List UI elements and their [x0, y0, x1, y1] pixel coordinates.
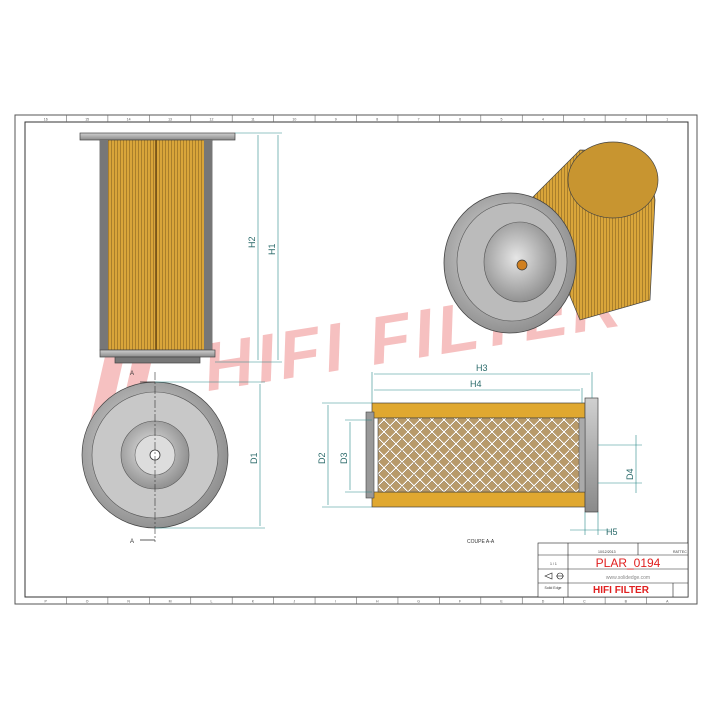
dim-d1: D1 [249, 452, 259, 464]
border-label: 11 [251, 118, 255, 122]
title-block [537, 542, 689, 598]
section-caption: COUPE A-A [467, 539, 495, 545]
side-view [79, 132, 236, 364]
border-label: 2 [625, 118, 627, 122]
border-label: C [583, 600, 586, 604]
dim-h5: H5 [606, 527, 618, 537]
border-label: P [45, 600, 48, 604]
section-view-dimensions [322, 372, 642, 535]
dim-d4: D4 [625, 468, 635, 480]
dim-d2: D2 [317, 452, 327, 464]
border-label: I [335, 600, 336, 604]
border-label: 13 [168, 118, 172, 122]
border-label: M [169, 600, 172, 604]
border-label: L [210, 600, 212, 604]
border-label: 12 [210, 118, 214, 122]
border-label: N [127, 600, 130, 604]
date: 10/12/2013 [598, 550, 616, 554]
border-label: 14 [127, 118, 131, 122]
border-label: 6 [459, 118, 461, 122]
dim-h2: H2 [247, 236, 257, 248]
border-label: 3 [583, 118, 585, 122]
border-label: 16 [44, 118, 48, 122]
section-view [365, 397, 599, 513]
border-label: K [252, 600, 255, 604]
dim-d3: D3 [339, 452, 349, 464]
border-label: 1 [666, 118, 668, 122]
section-mark-top: A [130, 371, 134, 377]
brand: HIFI FILTER [593, 585, 650, 596]
border-label: 5 [501, 118, 503, 122]
website: www.solidedge.com [606, 575, 650, 581]
border-label: 15 [85, 118, 89, 122]
front-view [81, 372, 229, 542]
projection-symbol-icon [544, 572, 564, 580]
side-view-dimensions [215, 132, 282, 363]
border-label: E [500, 600, 503, 604]
border-label: H [376, 600, 379, 604]
border-label: D [542, 600, 545, 604]
border-ticks [66, 115, 647, 604]
border-label: 9 [335, 118, 337, 122]
border-label: O [86, 600, 89, 604]
border-label: F [459, 600, 461, 604]
outer-border [14, 114, 698, 605]
border-label: B [625, 600, 628, 604]
dim-h1: H1 [267, 243, 277, 255]
border-label: 8 [376, 118, 378, 122]
section-mark-bottom: A [130, 539, 134, 545]
border-label: G [417, 600, 420, 604]
border-label: J [293, 600, 295, 604]
border-label: 10 [292, 118, 296, 122]
designer: RATTEC [673, 550, 687, 554]
border-label: A [666, 600, 669, 604]
scale: 1 / 1 [550, 562, 557, 566]
isometric-view [443, 141, 659, 334]
dim-h4: H4 [470, 379, 482, 389]
border-label: 4 [542, 118, 544, 122]
front-view-dimensions [155, 381, 265, 529]
border-label: 7 [418, 118, 420, 122]
dim-h3: H3 [476, 363, 488, 373]
software: Solid Edge [545, 586, 562, 590]
part-number: PLAR_0194 [596, 556, 661, 570]
